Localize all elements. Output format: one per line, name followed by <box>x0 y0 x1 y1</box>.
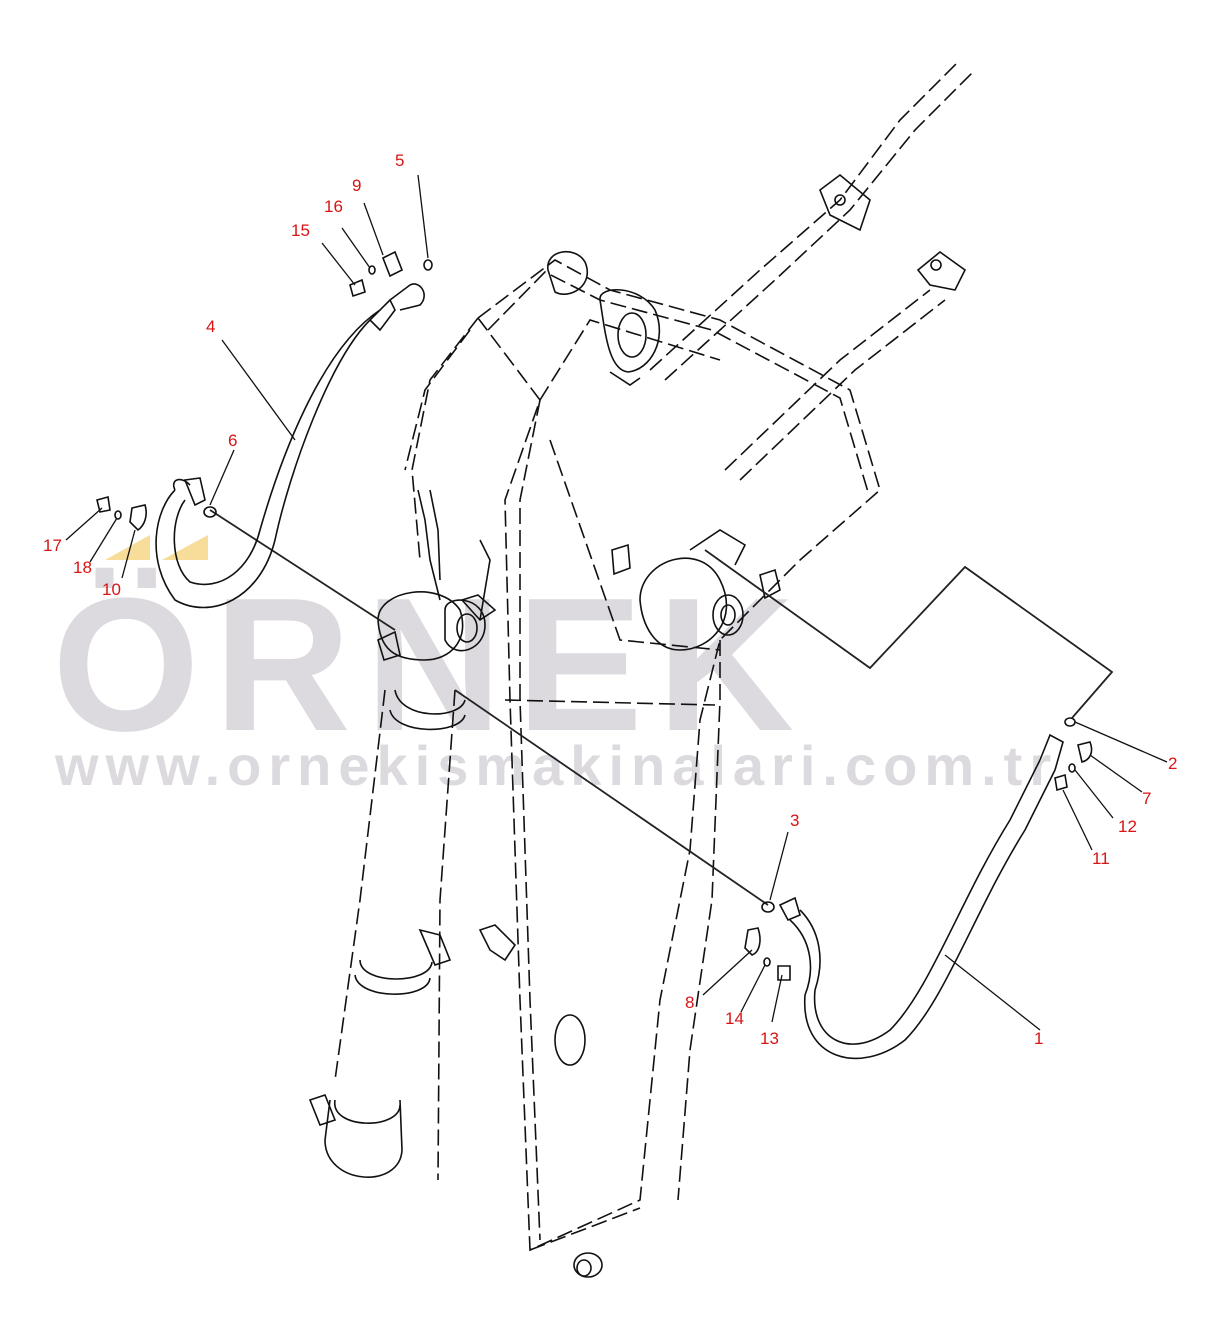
hose-4 <box>155 283 425 609</box>
callout-18[interactable]: 18 <box>73 558 92 577</box>
callout-9[interactable]: 9 <box>352 176 362 195</box>
callout-14[interactable]: 14 <box>725 1009 744 1028</box>
callout-11[interactable]: 11 <box>1092 849 1110 868</box>
callout-10[interactable]: 10 <box>102 580 121 599</box>
callout-1[interactable]: 1 <box>1034 1029 1044 1048</box>
boom-structure <box>404 59 976 1278</box>
callout-12[interactable]: 12 <box>1118 817 1137 836</box>
watermark-url: www.ornekismakinalari.com.tr <box>55 734 1059 797</box>
callout-17[interactable]: 17 <box>43 536 62 555</box>
callout-5[interactable]: 5 <box>395 151 405 170</box>
callout-3[interactable]: 3 <box>790 811 800 830</box>
callout-6[interactable]: 6 <box>228 431 238 450</box>
callout-13[interactable]: 13 <box>760 1029 779 1048</box>
hose-1 <box>761 733 1064 1060</box>
callout-2[interactable]: 2 <box>1168 754 1178 773</box>
assembly-guide-lines <box>209 509 1114 906</box>
callout-leaders <box>65 174 1168 1031</box>
callout-16[interactable]: 16 <box>324 197 343 216</box>
callout-15[interactable]: 15 <box>291 221 310 240</box>
small-parts <box>96 250 1093 981</box>
callout-7[interactable]: 7 <box>1142 789 1152 808</box>
callout-4[interactable]: 4 <box>206 317 216 336</box>
callout-8[interactable]: 8 <box>685 993 695 1012</box>
boom-cylinder <box>308 489 497 1181</box>
watermark-accent <box>105 535 208 560</box>
